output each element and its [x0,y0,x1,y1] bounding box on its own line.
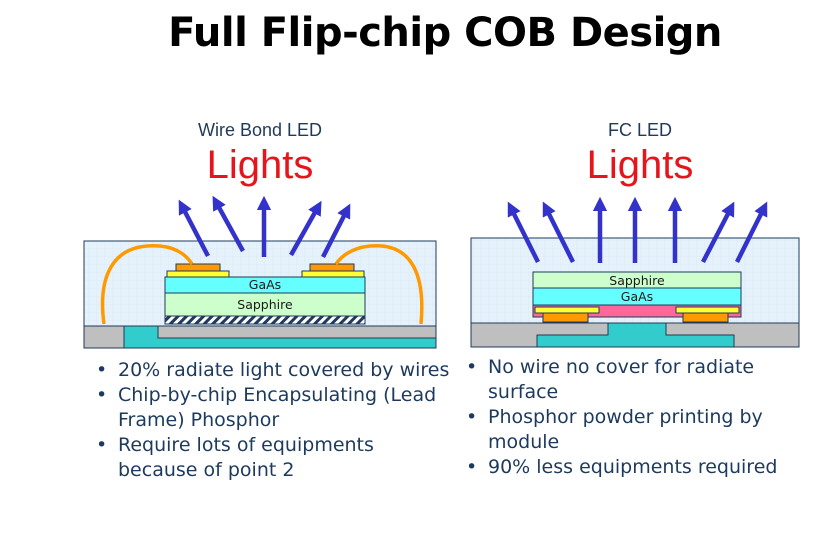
wire-bond-bullets: 20% radiate light covered by wires Chip-… [92,358,452,483]
pad-orange-right [309,263,355,272]
arrow [178,199,210,258]
wire-bond-lights-label: Lights [206,143,314,187]
light-arrows [178,195,351,259]
fc-package: Sapphire GaAs [470,196,800,348]
pad-orange-left [175,263,221,272]
bullet-item: Require lots of equipments because of po… [92,433,452,483]
bond-wire-right [334,244,424,325]
bullet-item: 90% less equipments required [462,455,812,480]
pad-yellow-left [166,270,230,278]
substrate-teal [536,322,735,348]
pad-orange-left [542,312,589,323]
fc-bullets: No wire no cover for radiate surface Pho… [462,355,812,480]
substrate-gray-slab [157,325,437,339]
fc-label: FC LED [607,120,672,140]
fc-lights-label: Lights [586,143,694,187]
wire-bond-package: GaAs Sapphire [83,195,437,349]
arrow [701,201,735,264]
arrow [320,203,351,259]
wire-bond-label: Wire Bond LED [197,120,323,140]
bullet-item: 20% radiate light covered by wires [92,358,452,383]
sapphire-layer-label: Sapphire [237,297,293,312]
gaas-layer-label: GaAs [621,289,653,304]
die-attach-hatch [164,315,366,325]
bullet-item: Phosphor powder printing by module [462,405,812,455]
arrow [734,201,768,264]
pad-yellow-right [301,270,365,278]
gaas-layer [164,276,366,294]
arrow [542,201,576,264]
bond-wire-left [100,244,194,325]
page-title: Full Flip-chip COB Design [168,10,722,56]
pad-orange-right [682,312,729,323]
light-arrows [507,196,768,264]
gaas-layer-label: GaAs [249,277,281,292]
pad-yellow-left [534,306,600,314]
bullet-item: No wire no cover for radiate surface [462,355,812,405]
arrow [289,200,322,257]
sapphire-layer-label: Sapphire [609,273,665,288]
substrate-gray-left [83,325,125,349]
pad-yellow-right [675,306,740,314]
bullet-item: Chip-by-chip Encapsulating (Lead Frame) … [92,383,452,433]
arrow [507,201,541,264]
arrow [212,195,245,253]
